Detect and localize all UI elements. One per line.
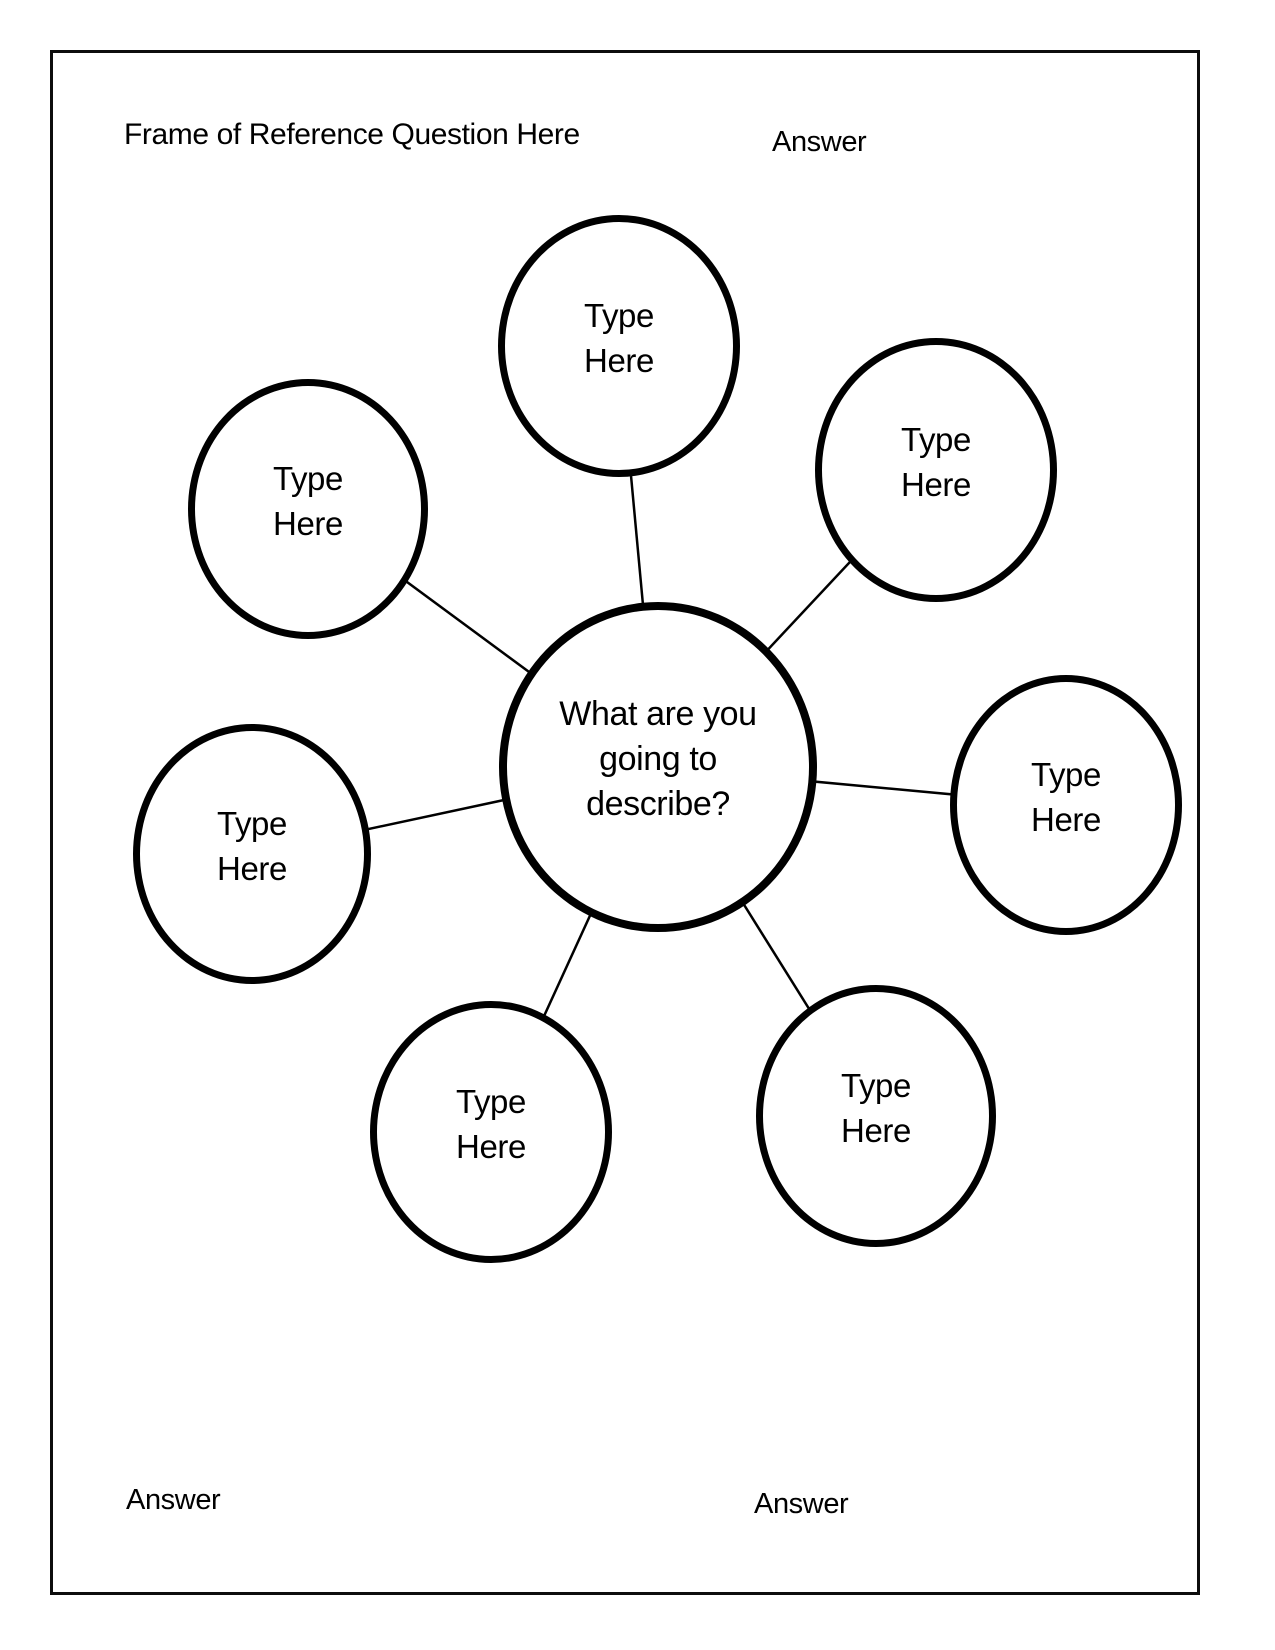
bubble-right[interactable]: Type Here xyxy=(950,675,1182,935)
answer-label-top: Answer xyxy=(772,126,867,158)
bubble-label-line: Type xyxy=(584,297,654,334)
bubble-left[interactable]: Type Here xyxy=(133,724,371,984)
bubble-label-line: Here xyxy=(901,466,971,503)
bubble-label-line: Here xyxy=(217,850,287,887)
center-bubble-line: going to xyxy=(599,739,717,778)
bubble-label-line: Type xyxy=(1031,756,1101,793)
bubble-label-line: Type xyxy=(841,1067,911,1104)
bubble-bottom-left[interactable]: Type Here xyxy=(370,1001,612,1263)
frame-question-placeholder[interactable]: Frame of Reference Question Here xyxy=(124,118,580,151)
bubble-upper-left[interactable]: Type Here xyxy=(188,379,428,639)
bubble-label-line: Here xyxy=(841,1112,911,1149)
answer-label-bottom-center: Answer xyxy=(754,1488,849,1520)
bubble-label-line: Here xyxy=(273,505,343,542)
bubble-label-line: Type xyxy=(901,421,971,458)
bubble-label-line: Type xyxy=(456,1083,526,1120)
center-bubble-line: describe? xyxy=(586,784,730,823)
bubble-label-line: Here xyxy=(456,1128,526,1165)
center-bubble-line: What are you xyxy=(559,694,757,733)
bubble-top-right[interactable]: Type Here xyxy=(815,338,1057,602)
bubble-label-line: Here xyxy=(584,342,654,379)
bubble-bottom-right[interactable]: Type Here xyxy=(756,985,996,1247)
answer-label-bottom-left: Answer xyxy=(126,1484,221,1516)
center-bubble[interactable]: What are you going to describe? xyxy=(499,602,817,932)
bubble-label-line: Type xyxy=(273,460,343,497)
page-border-frame xyxy=(50,50,1200,1595)
bubble-top[interactable]: Type Here xyxy=(498,215,740,477)
bubble-label-line: Type xyxy=(217,805,287,842)
bubble-label-line: Here xyxy=(1031,801,1101,838)
